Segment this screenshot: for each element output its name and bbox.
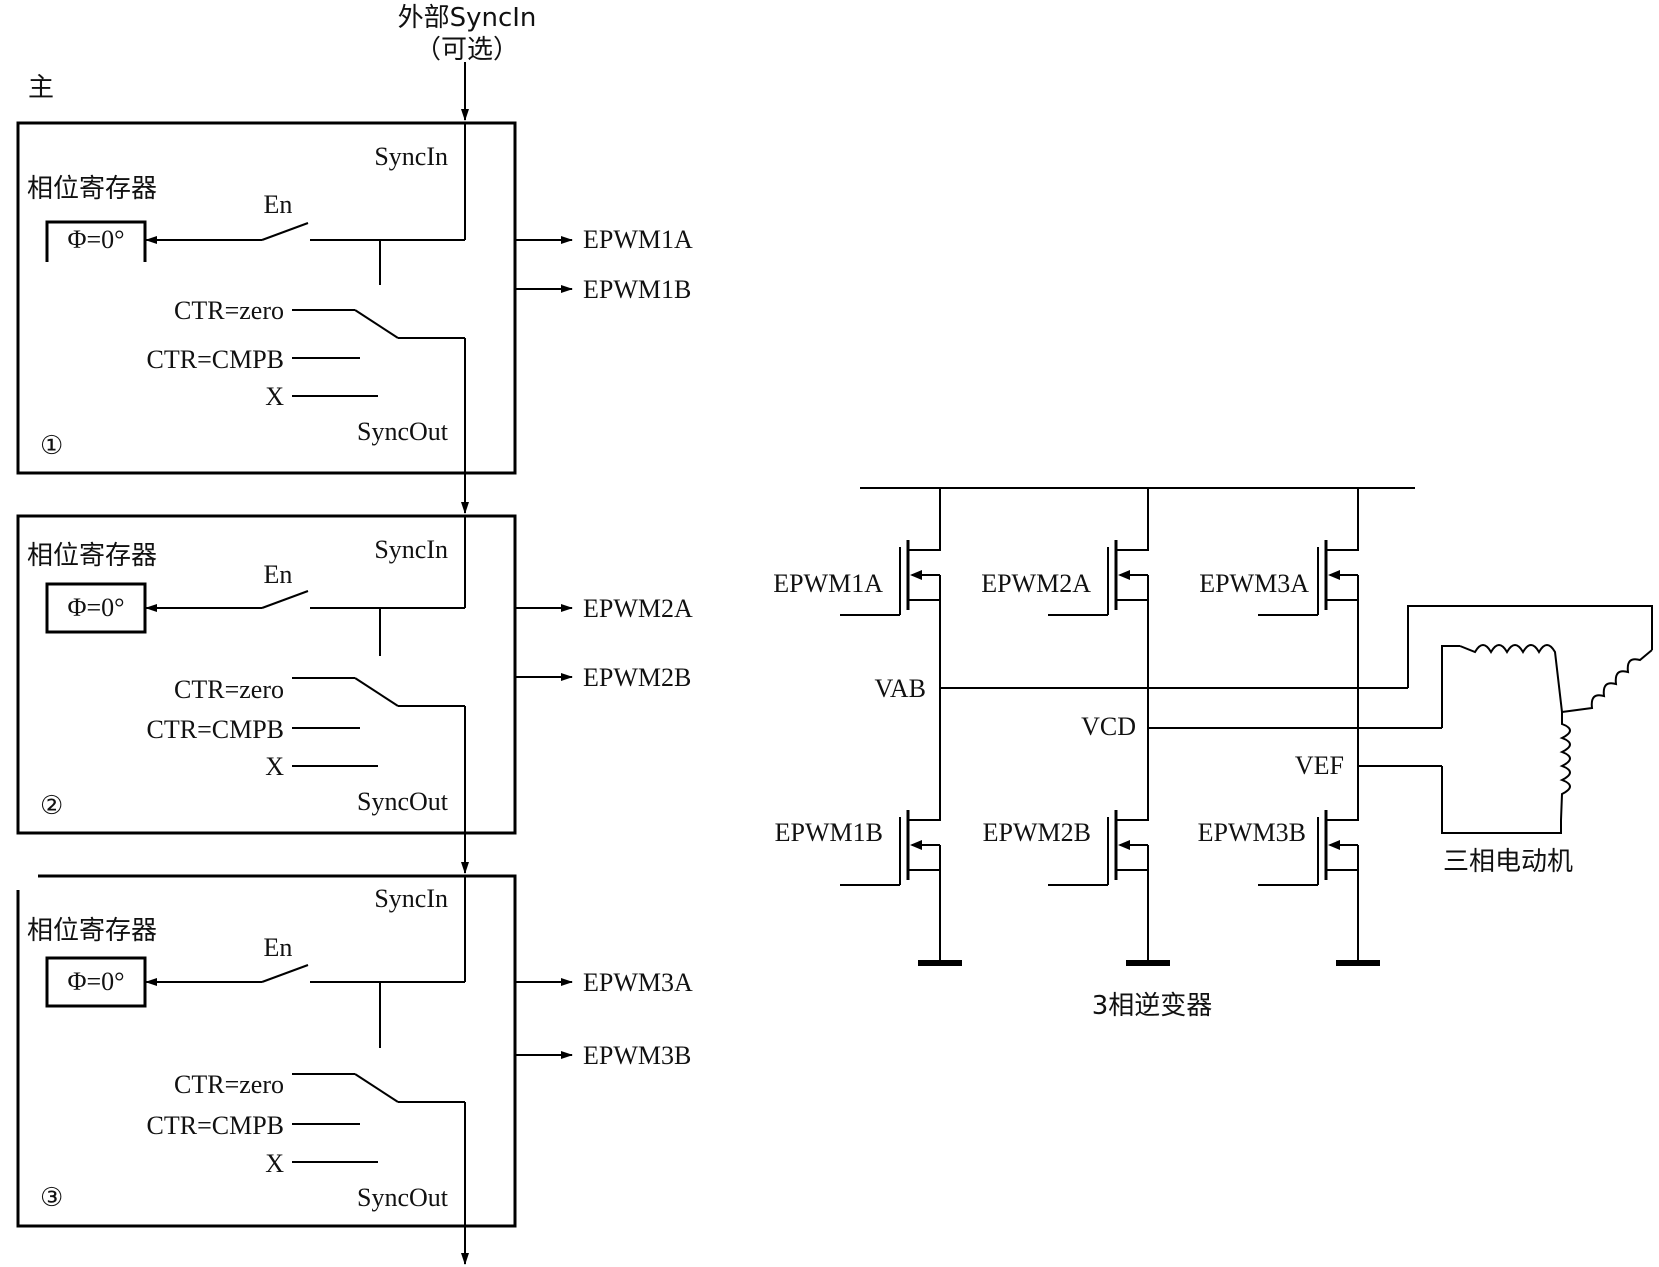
epwm-module-1: SyncIn 相位寄存器 Φ=0° En EPWM1A EPWM1B CTR=z… — [16, 121, 693, 514]
module-1-sel-cmpb: CTR=CMPB — [147, 345, 285, 374]
epwm-module-3: SyncIn 相位寄存器 Φ=0° En EPWM3A EPWM3B CTR=z… — [16, 874, 693, 1265]
module-3-out-a: EPWM3A — [583, 968, 693, 997]
mosfet-q1a — [840, 535, 941, 616]
module-2-syncin: SyncIn — [374, 535, 448, 564]
module-2-box — [16, 514, 517, 835]
module-3-phase: Φ=0° — [67, 967, 124, 996]
gate-label-1a: EPWM1A — [773, 569, 883, 598]
gate-label-3b: EPWM3B — [1198, 818, 1306, 847]
module-2-en: En — [264, 560, 293, 589]
vef-route — [1441, 766, 1562, 834]
module-1-out-b: EPWM1B — [583, 275, 691, 304]
module-2-en-switch — [261, 590, 309, 609]
winding-b — [1561, 649, 1653, 713]
module-1-en-switch — [261, 222, 309, 241]
module-3-sel-switch — [354, 1073, 399, 1103]
mosfet-q2a — [1048, 535, 1149, 616]
ext-syncin-optional: （可选） — [415, 35, 519, 65]
master-label: 主 — [28, 73, 54, 103]
winding-c — [1559, 712, 1571, 821]
vcd-route — [1441, 645, 1460, 728]
module-1-reg-label: 相位寄存器 — [27, 174, 157, 204]
module-3-sel-x: X — [265, 1149, 284, 1178]
module-1-syncin: SyncIn — [374, 142, 448, 171]
module-2-sel-x: X — [265, 752, 284, 781]
node-vef: VEF — [1295, 751, 1344, 780]
module-3-syncin: SyncIn — [374, 884, 448, 913]
motor-windings — [1459, 644, 1653, 821]
node-vcd: VCD — [1081, 712, 1136, 741]
module-3-reg-label: 相位寄存器 — [27, 916, 157, 946]
module-3-out-b: EPWM3B — [583, 1041, 691, 1070]
module-2-sel-switch — [354, 677, 399, 707]
inverter-caption: 3相逆变器 — [1092, 991, 1213, 1021]
module-2-reg-label: 相位寄存器 — [27, 541, 157, 571]
motor-label: 三相电动机 — [1443, 847, 1573, 877]
module-2-phase: Φ=0° — [67, 593, 124, 622]
node-vab: VAB — [874, 674, 926, 703]
module-2-sel-zero: CTR=zero — [174, 675, 284, 704]
module-3-syncout: SyncOut — [357, 1183, 449, 1212]
mosfet-q3a — [1258, 535, 1359, 616]
module-1-out-a: EPWM1A — [583, 225, 693, 254]
module-2-num: ② — [40, 791, 63, 821]
module-2-out-a: EPWM2A — [583, 594, 693, 623]
module-1-phase: Φ=0° — [67, 225, 124, 254]
module-1-syncout: SyncOut — [357, 417, 449, 446]
module-3-sel-zero: CTR=zero — [174, 1070, 284, 1099]
epwm-module-2: SyncIn 相位寄存器 Φ=0° En EPWM2A EPWM2B CTR=z… — [16, 514, 693, 874]
vab-route — [1407, 605, 1653, 688]
module-2-out-b: EPWM2B — [583, 663, 691, 692]
module-1-en: En — [264, 190, 293, 219]
module-3-box — [16, 874, 517, 1228]
ext-syncin-label: 外部SyncIn — [398, 3, 537, 33]
module-1-sel-switch — [354, 309, 399, 339]
module-3-en: En — [264, 933, 293, 962]
module-1-num: ① — [40, 431, 63, 461]
module-1-box — [16, 121, 517, 475]
module-3-num: ③ — [40, 1183, 63, 1213]
module-1-sel-x: X — [265, 382, 284, 411]
mosfet-group — [840, 535, 1359, 886]
gate-label-2b: EPWM2B — [983, 818, 1091, 847]
mosfet-q3b — [1258, 805, 1359, 886]
module-3-sel-cmpb: CTR=CMPB — [147, 1111, 285, 1140]
module-3-en-switch — [261, 964, 309, 983]
gate-label-2a: EPWM2A — [981, 569, 1091, 598]
module-2-syncout: SyncOut — [357, 787, 449, 816]
three-phase-inverter: EPWM1A EPWM2A EPWM3A EPWM1B EPWM2B EPWM3… — [773, 487, 1653, 1021]
module-2-sel-cmpb: CTR=CMPB — [147, 715, 285, 744]
winding-a — [1459, 644, 1563, 713]
gate-label-3a: EPWM3A — [1199, 569, 1309, 598]
gate-label-1b: EPWM1B — [775, 818, 883, 847]
module-1-sel-zero: CTR=zero — [174, 296, 284, 325]
